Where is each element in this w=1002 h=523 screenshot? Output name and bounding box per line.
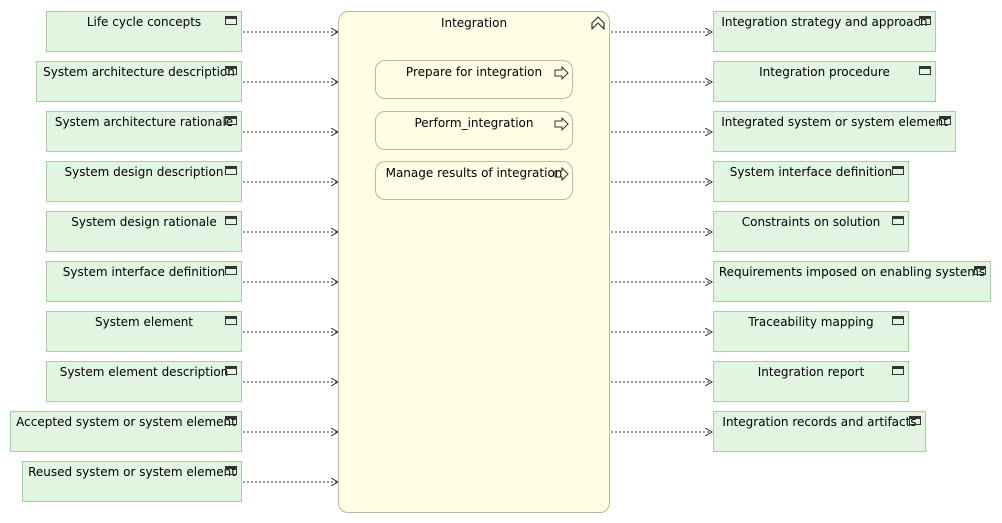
data-object-icon	[225, 216, 237, 225]
input-object[interactable]: System element description	[46, 361, 242, 402]
input-object-label: System design rationale	[71, 215, 217, 229]
input-object[interactable]: System design description	[46, 161, 242, 202]
output-object[interactable]: Integration strategy and approach	[713, 11, 936, 52]
data-object-icon	[225, 66, 237, 75]
activity-label: Prepare for integration	[405, 65, 543, 79]
activity-arrow-icon	[554, 167, 569, 181]
output-object-label: Traceability mapping	[748, 315, 874, 329]
data-object-icon	[892, 316, 904, 325]
process-integration[interactable]: Integration Prepare for integration Perf…	[338, 11, 610, 513]
input-object-label: Accepted system or system element	[16, 415, 236, 429]
input-object[interactable]: System element	[46, 311, 242, 352]
data-object-icon	[225, 266, 237, 275]
input-object[interactable]: System interface definition	[46, 261, 242, 302]
input-connectors	[243, 32, 338, 482]
data-object-icon	[225, 116, 237, 125]
process-title: Integration	[440, 16, 508, 30]
input-object-label: Life cycle concepts	[86, 15, 202, 29]
data-object-icon	[225, 166, 237, 175]
data-object-icon	[225, 16, 237, 25]
input-object-label: System element description	[59, 365, 229, 379]
output-object[interactable]: Integration procedure	[713, 61, 936, 102]
output-object[interactable]: Requirements imposed on enabling systems	[713, 261, 991, 302]
activity-label: Perform_integration	[414, 116, 534, 130]
output-object-label: System interface definition	[729, 165, 893, 179]
input-object-label: System architecture description	[43, 65, 235, 79]
output-object[interactable]: Constraints on solution	[713, 211, 909, 252]
activity-prepare-for-integration[interactable]: Prepare for integration	[375, 60, 573, 99]
data-object-icon	[909, 416, 921, 425]
input-object[interactable]: Accepted system or system element	[10, 411, 242, 452]
data-object-icon	[919, 66, 931, 75]
input-object[interactable]: System design rationale	[46, 211, 242, 252]
output-object[interactable]: Integration records and artifacts	[713, 411, 926, 452]
activity-manage-results-of-integration[interactable]: Manage results of integration	[375, 161, 573, 200]
activity-perform-integration[interactable]: Perform_integration	[375, 111, 573, 150]
input-object[interactable]: Life cycle concepts	[46, 11, 242, 52]
output-object-label: Integration report	[757, 365, 865, 379]
output-object-label: Integration procedure	[759, 65, 890, 79]
input-object-label: Reused system or system element	[28, 465, 236, 479]
output-connectors	[611, 32, 712, 432]
output-object-label: Requirements imposed on enabling systems	[718, 265, 986, 279]
data-object-icon	[225, 466, 237, 475]
data-object-icon	[892, 366, 904, 375]
data-object-icon	[892, 216, 904, 225]
collapse-chevron-icon[interactable]	[590, 15, 606, 31]
activity-arrow-icon	[554, 117, 569, 131]
input-object-label: System interface definition	[62, 265, 226, 279]
output-object[interactable]: Integrated system or system element	[713, 111, 956, 152]
output-object[interactable]: Integration report	[713, 361, 909, 402]
data-object-icon	[974, 266, 986, 275]
activity-label: Manage results of integration	[385, 166, 563, 180]
output-object[interactable]: Traceability mapping	[713, 311, 909, 352]
data-object-icon	[225, 416, 237, 425]
input-object-label: System architecture rationale	[54, 115, 234, 129]
output-object-label: Integrated system or system element	[721, 115, 948, 129]
data-object-icon	[225, 366, 237, 375]
data-object-icon	[225, 316, 237, 325]
activity-arrow-icon	[554, 66, 569, 80]
output-object-label: Constraints on solution	[741, 215, 881, 229]
output-object-label: Integration strategy and approach	[721, 15, 928, 29]
data-object-icon	[939, 116, 951, 125]
output-object-label: Integration records and artifacts	[722, 415, 917, 429]
input-object[interactable]: Reused system or system element	[22, 461, 242, 502]
output-object[interactable]: System interface definition	[713, 161, 909, 202]
data-object-icon	[892, 166, 904, 175]
input-object-label: System element	[94, 315, 194, 329]
data-object-icon	[919, 16, 931, 25]
input-object[interactable]: System architecture description	[36, 61, 242, 102]
input-object[interactable]: System architecture rationale	[46, 111, 242, 152]
input-object-label: System design description	[64, 165, 224, 179]
